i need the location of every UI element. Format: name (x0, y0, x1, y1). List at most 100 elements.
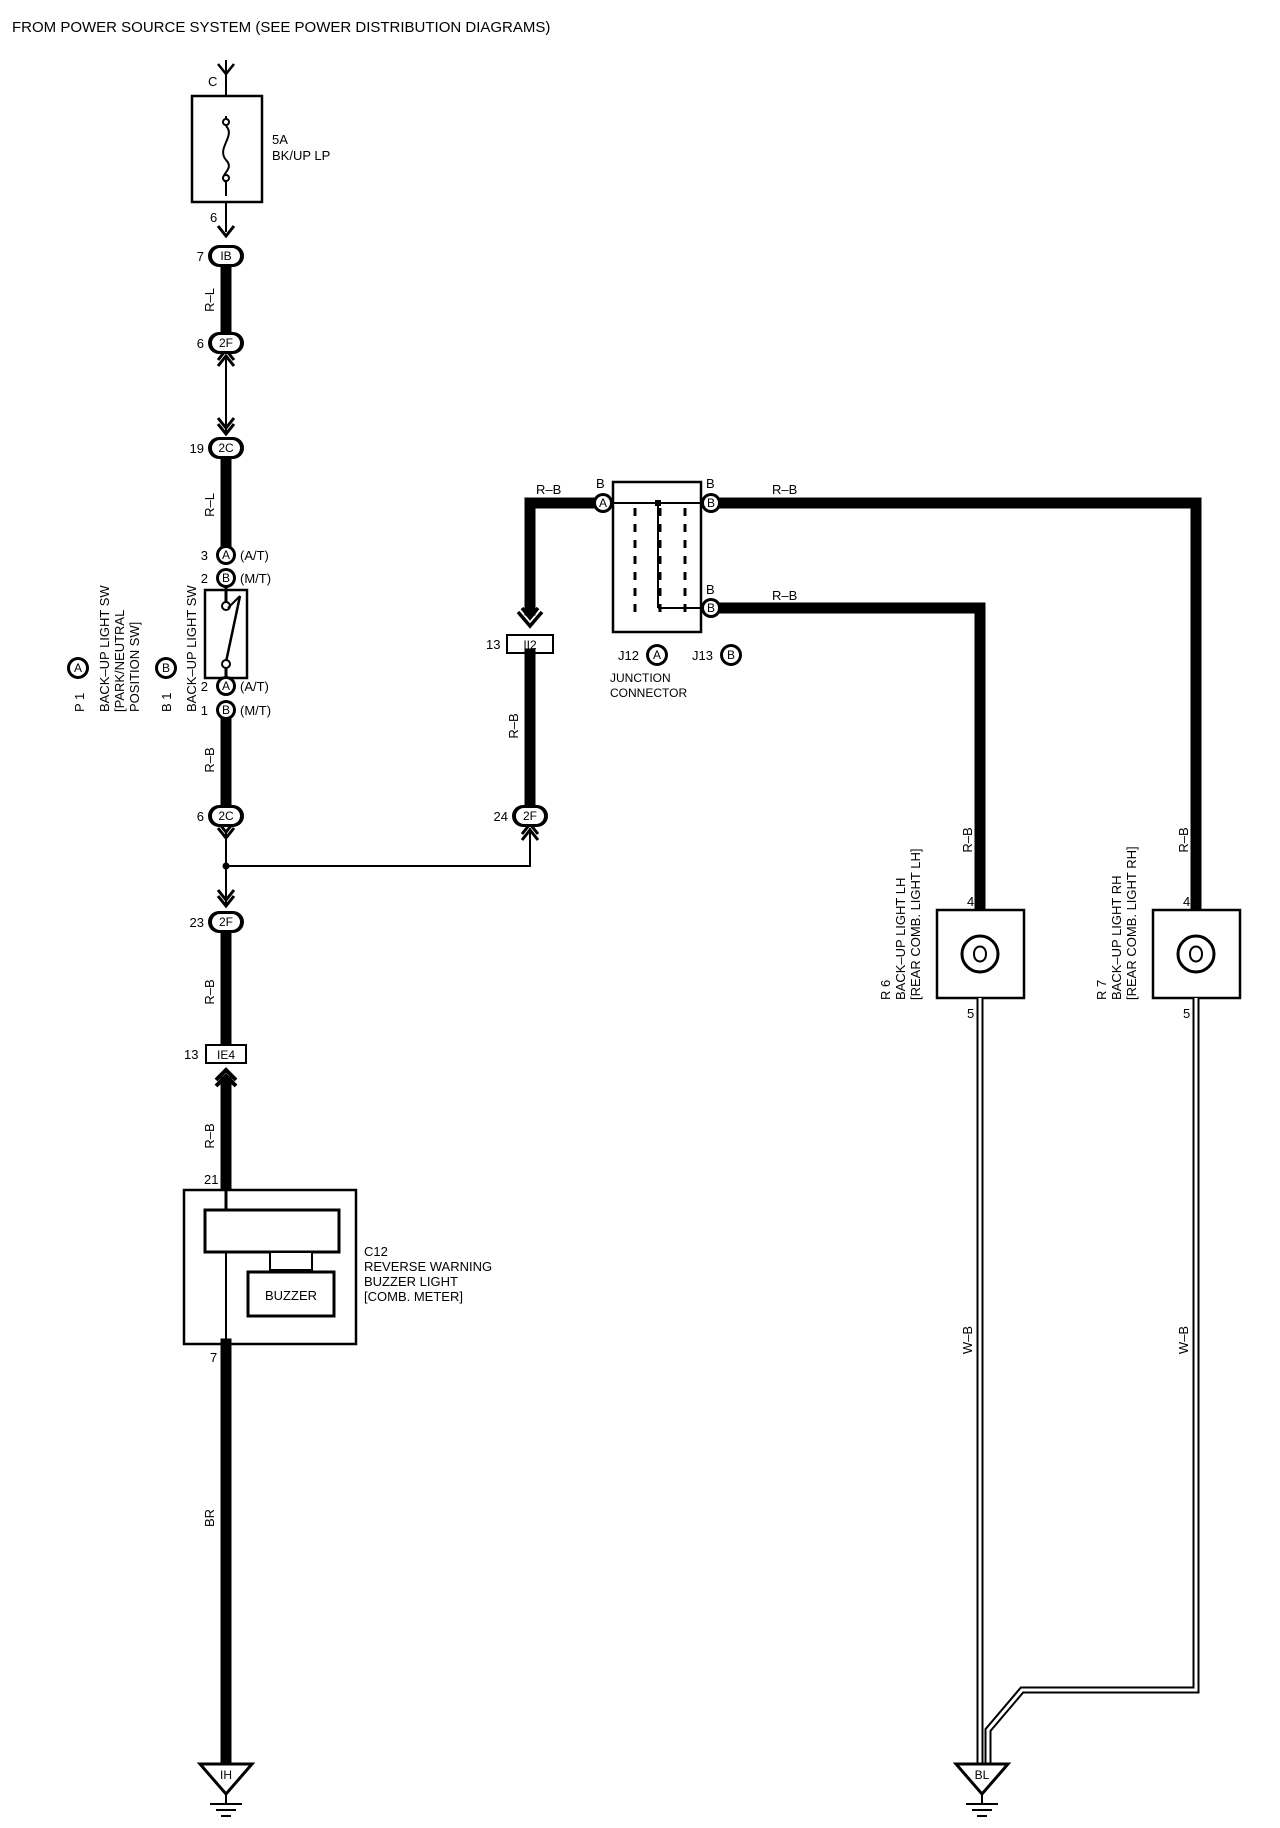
connector-2f-lower-id: 2F (219, 915, 233, 929)
switch-pin-1-number: 3 (201, 548, 208, 563)
fuse-name: BK/UP LP (272, 148, 330, 163)
lamp-lh-ref: R 6 (878, 980, 893, 1000)
junction-pin-right-top: B (706, 476, 715, 491)
p1-badge-letter: A (74, 661, 82, 675)
buzzer-desc-1: REVERSE WARNING (364, 1259, 492, 1274)
wire-rb-mid-right (705, 602, 986, 916)
buzzer-desc-2: BUZZER LIGHT (364, 1274, 458, 1289)
switch-pin-3-number: 2 (201, 679, 208, 694)
svg-text:BL: BL (975, 1768, 990, 1782)
svg-text:IH: IH (220, 1768, 232, 1782)
wire-rb-top-right (705, 497, 1202, 916)
wire-rb-top-left (524, 497, 609, 616)
wire-label-rb-lower: R–B (202, 979, 217, 1004)
junction-badge-right-top-letter: B (707, 496, 715, 510)
switch-pin-2: B (216, 568, 236, 588)
p1-desc-3: POSITION SW] (127, 622, 142, 712)
switch-pin-1-note: (A/T) (240, 548, 269, 563)
lamp-rh-pin-top: 4 (1183, 894, 1190, 909)
diagram-title: FROM POWER SOURCE SYSTEM (SEE POWER DIST… (12, 19, 550, 36)
backup-light-lh (935, 908, 1026, 1000)
wire-wb-rh (984, 998, 1200, 1764)
connector-2f-mid: 2F (512, 805, 548, 827)
b1-badge-letter: B (162, 661, 170, 675)
connector-2f-lower: 2F (208, 911, 244, 933)
switch-pin-3-note: (A/T) (240, 679, 269, 694)
junction-connector (611, 480, 703, 634)
switch-pin-1-letter: A (222, 548, 230, 562)
connector-ie4-pin: 13 (184, 1047, 198, 1062)
p1-ref: P 1 (72, 693, 87, 712)
switch-pin-4-letter: B (222, 703, 230, 717)
connector-ib-id: IB (220, 249, 231, 263)
junction-j12-badge-letter: A (653, 648, 661, 662)
junction-badge-right-bottom-letter: B (707, 601, 715, 615)
junction-badge-left: A (593, 493, 613, 513)
junction-pin-right-bottom: B (706, 582, 715, 597)
lamp-lh-desc-1: BACK–UP LIGHT LH (893, 878, 908, 1000)
junction-label-2: CONNECTOR (610, 686, 687, 700)
switch-contact-icon (224, 595, 242, 663)
backup-light-switch (203, 578, 249, 684)
fuse-rating: 5A (272, 132, 288, 147)
p1-badge: A (67, 657, 89, 679)
wire-branch-2f (226, 828, 531, 867)
svg-text:IE4: IE4 (217, 1048, 235, 1062)
input-arrow-icon (217, 63, 235, 77)
connector-2c-bottom-pin: 6 (197, 809, 204, 824)
lamp-rh-icon (1176, 934, 1216, 974)
switch-pin-1: A (216, 545, 236, 565)
junction-j13-badge: B (720, 644, 742, 666)
fuse-output-terminal: 6 (210, 210, 217, 225)
buzzer-pin-bottom: 7 (210, 1350, 217, 1365)
junction-badge-left-letter: A (599, 496, 607, 510)
connector-2c-bottom: 2C (208, 805, 244, 827)
switch-pin-2-note: (M/T) (240, 571, 271, 586)
junction-j12-badge: A (646, 644, 668, 666)
switch-pin-2-number: 2 (201, 571, 208, 586)
ground-bl: BL (952, 1762, 1012, 1817)
wire-label-rb-top-left: R–B (536, 482, 561, 497)
connector-2f-top: 2F (208, 332, 244, 354)
fuse (190, 94, 264, 204)
wire-label-rb-buzzer: R–B (202, 1123, 217, 1148)
wire-label-br: BR (202, 1509, 217, 1527)
connector-2c-top-pin: 19 (190, 441, 204, 456)
junction-badge-right-bottom: B (701, 598, 721, 618)
ground-ih: IH (196, 1762, 256, 1817)
connector-2f-top-id: 2F (219, 336, 233, 350)
lamp-lh-desc-2: [REAR COMB. LIGHT LH] (908, 849, 923, 1000)
switch-pin-4-note: (M/T) (240, 703, 271, 718)
switch-pin-4-number: 1 (201, 703, 208, 718)
reverse-warning-buzzer: BUZZER (182, 1188, 358, 1346)
buzzer-label: BUZZER (265, 1288, 317, 1303)
connector-2c-bottom-id: 2C (218, 809, 234, 823)
fuse-input-terminal: C (208, 74, 217, 89)
connector-ie4: IE4 (205, 1044, 247, 1064)
junction-label-1: JUNCTION (610, 671, 671, 685)
lamp-lh-pin-bottom: 5 (967, 1006, 974, 1021)
p1-desc-1: BACK–UP LIGHT SW (97, 585, 112, 712)
connector-2f-mid-pin: 24 (494, 809, 508, 824)
buzzer-ref: C12 (364, 1244, 388, 1259)
buzzer-desc-3: [COMB. METER] (364, 1289, 463, 1304)
connector-ib-pin: 7 (197, 249, 204, 264)
wire-label-rl-2: R–L (202, 493, 217, 517)
switch-pin-3-letter: A (222, 679, 230, 693)
wire-label-wb-rh: W–B (1176, 1326, 1191, 1354)
wire-label-rb-switch: R–B (202, 747, 217, 772)
wire-label-rb-rh: R–B (1176, 827, 1191, 852)
wire-label-rl-1: R–L (202, 288, 217, 312)
buzzer-icon (246, 1270, 336, 1318)
switch-pin-4: B (216, 700, 236, 720)
connector-ib: IB (208, 245, 244, 267)
connector-2f-mid-id: 2F (523, 809, 537, 823)
switch-pin-2-letter: B (222, 571, 230, 585)
b1-desc-1: BACK–UP LIGHT SW (184, 585, 199, 712)
lamp-rh-pin-bottom: 5 (1183, 1006, 1190, 1021)
lamp-rh-ref: R 7 (1094, 980, 1109, 1000)
b1-badge: B (155, 657, 177, 679)
lamp-lh-icon (960, 934, 1000, 974)
